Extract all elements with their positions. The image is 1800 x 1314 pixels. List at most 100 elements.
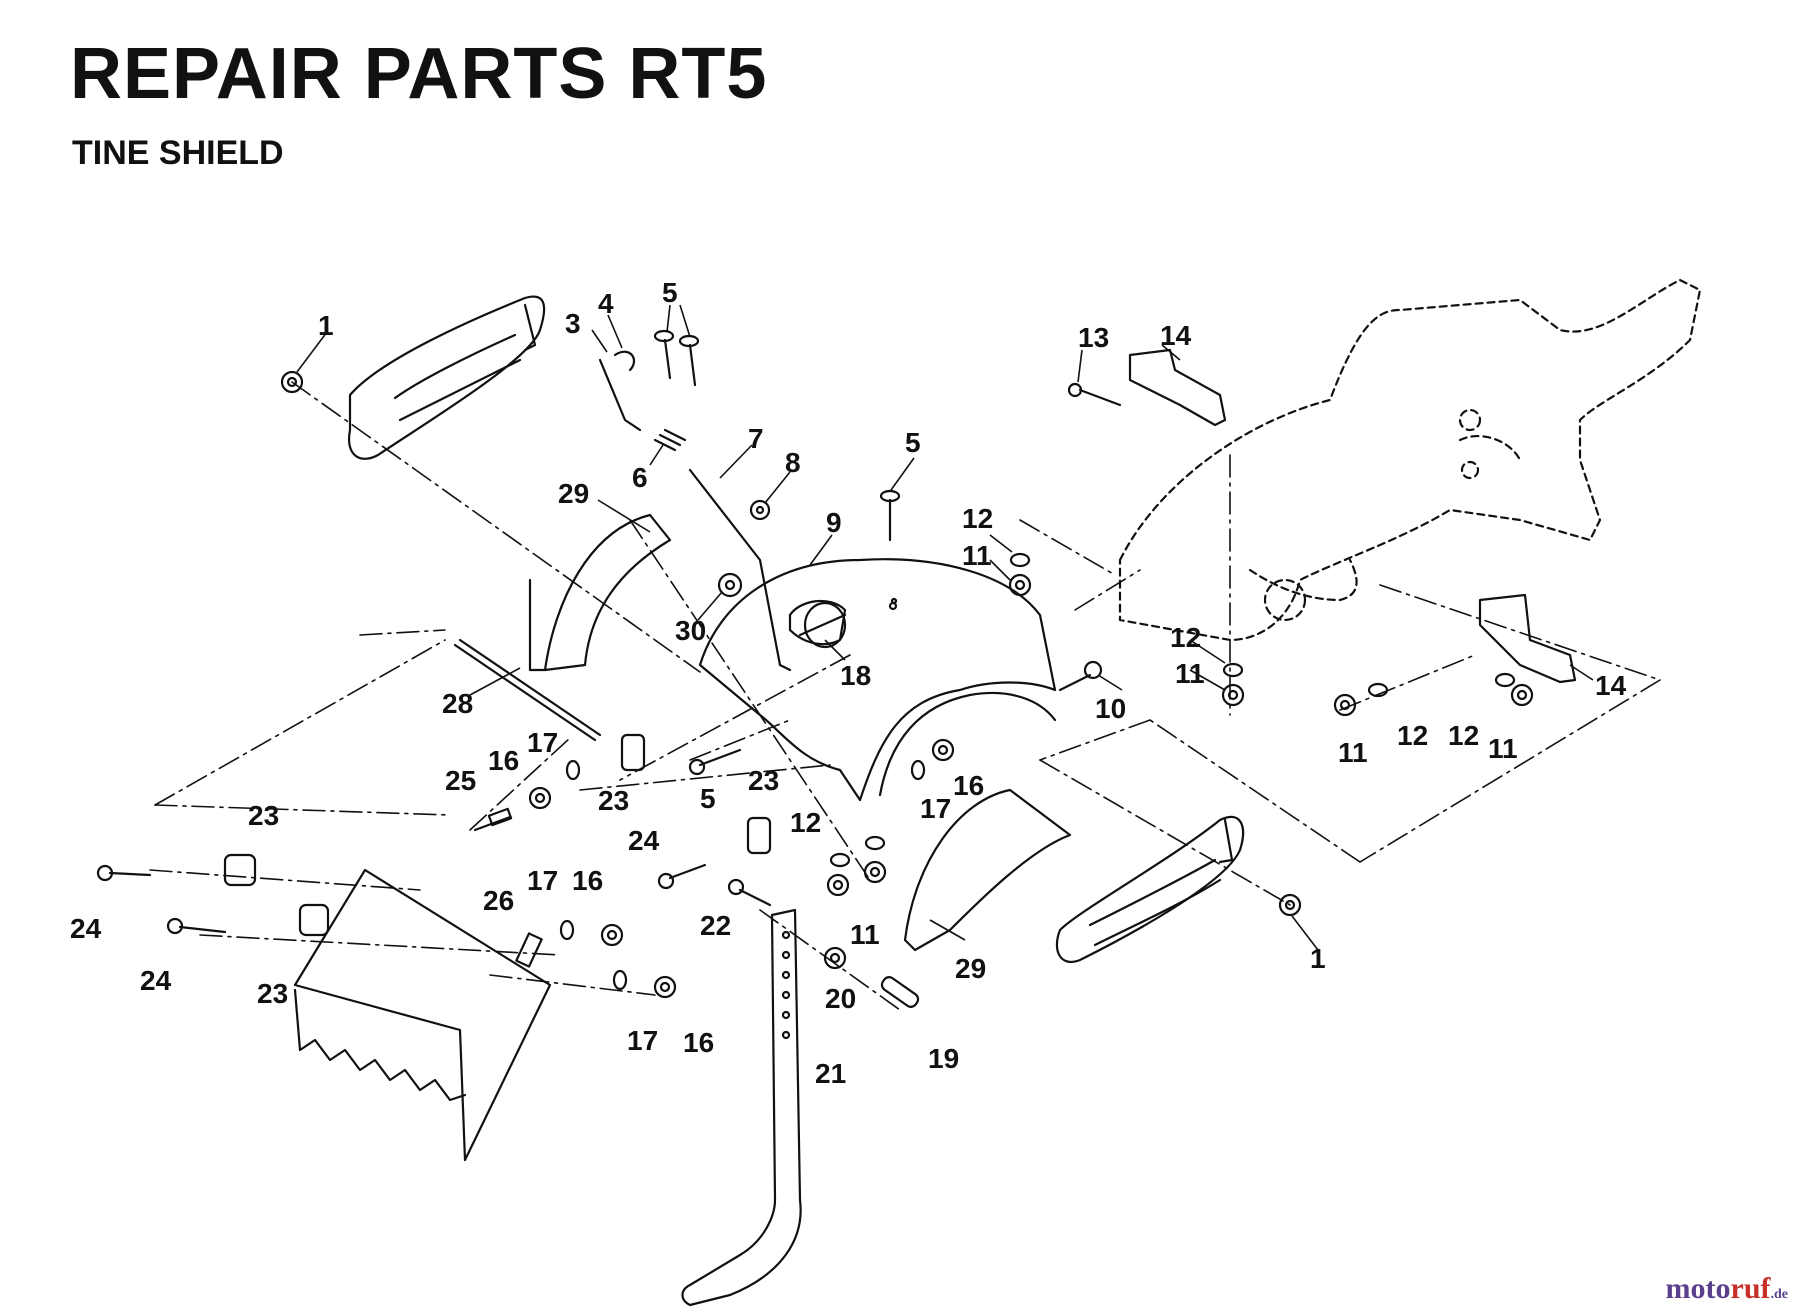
callout-17-b: 17: [920, 793, 951, 824]
washer-12-d: [1494, 672, 1516, 688]
bracket-lower: [1478, 593, 1577, 684]
callout-23-c: 23: [598, 785, 629, 816]
callout-12-e: 12: [790, 807, 821, 838]
bolt-22: [727, 878, 772, 907]
callout-14-upper: 14: [1160, 320, 1192, 351]
washer-17-b: [910, 759, 926, 781]
bolt-10: [1058, 660, 1103, 692]
nut-11-b: [1221, 683, 1245, 707]
callout-18: 18: [840, 660, 871, 691]
callout-21: 21: [815, 1058, 846, 1089]
nut-1-right: [1278, 893, 1302, 917]
watermark-part-1: moto: [1665, 1272, 1731, 1305]
callout-20: 20: [825, 983, 856, 1014]
nut-16-d: [653, 975, 677, 999]
bolt-24-b: [166, 917, 227, 935]
callout-29-upper: 29: [558, 478, 589, 509]
clip-4: [613, 350, 636, 372]
washer-12-f: [864, 835, 886, 851]
washer-17-d: [612, 969, 628, 991]
bolt-5-mid: [879, 489, 901, 542]
nut-16-b: [931, 738, 955, 762]
watermark-logo: motoruf.de: [1666, 1274, 1788, 1304]
washer-12-e: [829, 852, 851, 868]
leader-lines: [296, 304, 1594, 951]
shield-flap-upper: [528, 513, 672, 672]
bolt-24-a: [96, 864, 152, 882]
nut-11-c: [1333, 693, 1357, 717]
callout-19: 19: [928, 1043, 959, 1074]
callout-12-c: 12: [1397, 720, 1428, 751]
drag-bar: [681, 908, 802, 1307]
latch-18: [798, 601, 847, 649]
tine-rail-plate: [293, 868, 552, 1162]
callout-24-a: 24: [70, 913, 102, 944]
callout-13: 13: [1078, 322, 1109, 353]
callout-12-a: 12: [962, 503, 993, 534]
shield-flap-lower: [903, 788, 1072, 952]
rod-28: [453, 638, 602, 742]
callout-17-a: 17: [527, 727, 558, 758]
washer-17-a: [565, 759, 581, 781]
callout-1-left: 1: [318, 310, 334, 341]
callout-16-c: 16: [572, 865, 603, 896]
side-plate-left: [347, 295, 546, 460]
callout-5-top: 5: [662, 277, 678, 308]
rod-3: [598, 358, 642, 432]
callout-14-lower: 14: [1595, 670, 1627, 701]
tine-shield-hood: [698, 558, 1057, 802]
callout-11-e: 11: [850, 919, 880, 950]
callout-17-c: 17: [527, 865, 558, 896]
callout-4: 4: [598, 288, 614, 319]
nut-11-e: [826, 873, 850, 897]
page-title: REPAIR PARTS RT5: [70, 34, 768, 114]
callout-16-d: 16: [683, 1027, 714, 1058]
nut-30: [717, 572, 743, 598]
spring-6: [653, 428, 687, 452]
clamp-23-b: [298, 903, 330, 937]
callout-5-lower: 5: [700, 783, 716, 814]
callout-11-d: 11: [1488, 733, 1518, 764]
bolt-5-top-b: [678, 334, 700, 387]
lever-7: [688, 468, 792, 672]
callout-24-b: 24: [140, 965, 172, 996]
callout-7: 7: [748, 423, 764, 454]
callout-16-a: 16: [488, 745, 519, 776]
callout-3: 3: [565, 308, 581, 339]
nut-8: [749, 499, 771, 521]
pin-25: [473, 807, 513, 832]
callout-24-c: 24: [628, 825, 660, 856]
washer-12-b: [1222, 662, 1244, 678]
assembly-lines: [149, 381, 1661, 1011]
pin-26: [515, 932, 543, 968]
callout-labels: 1 1 3 4 5 5 5 6 7 8 9 10 11 11 11 11 11 …: [70, 277, 1627, 1089]
nut-16-c: [600, 923, 624, 947]
callout-30: 30: [675, 615, 706, 646]
side-plate-right: [1055, 815, 1245, 963]
callout-26: 26: [483, 885, 514, 916]
callout-11-c: 11: [1338, 737, 1368, 768]
watermark-part-3: .de: [1770, 1287, 1789, 1302]
callout-23-d: 23: [748, 765, 779, 796]
nut-16-a: [528, 786, 552, 810]
callout-28: 28: [442, 688, 473, 719]
callout-1-right: 1: [1310, 943, 1326, 974]
nut-11-f: [863, 860, 887, 884]
nut-1-left: [280, 370, 304, 394]
callout-17-d: 17: [627, 1025, 658, 1056]
callout-23-a: 23: [248, 800, 279, 831]
washer-12-c: [1367, 682, 1389, 698]
callout-12-d: 12: [1448, 720, 1479, 751]
callout-23-b: 23: [257, 978, 288, 1009]
nut-11-d: [1510, 683, 1534, 707]
callout-22: 22: [700, 910, 731, 941]
callout-11-a: 11: [962, 540, 992, 571]
tiller-frame: [1118, 278, 1702, 642]
washer-12-a: [1009, 552, 1031, 568]
callout-16-b: 16: [953, 770, 984, 801]
pin-19: [880, 976, 920, 1008]
callout-6: 6: [632, 462, 648, 493]
bolt-24-c: [657, 863, 707, 890]
watermark-part-2: ruf: [1730, 1272, 1771, 1305]
